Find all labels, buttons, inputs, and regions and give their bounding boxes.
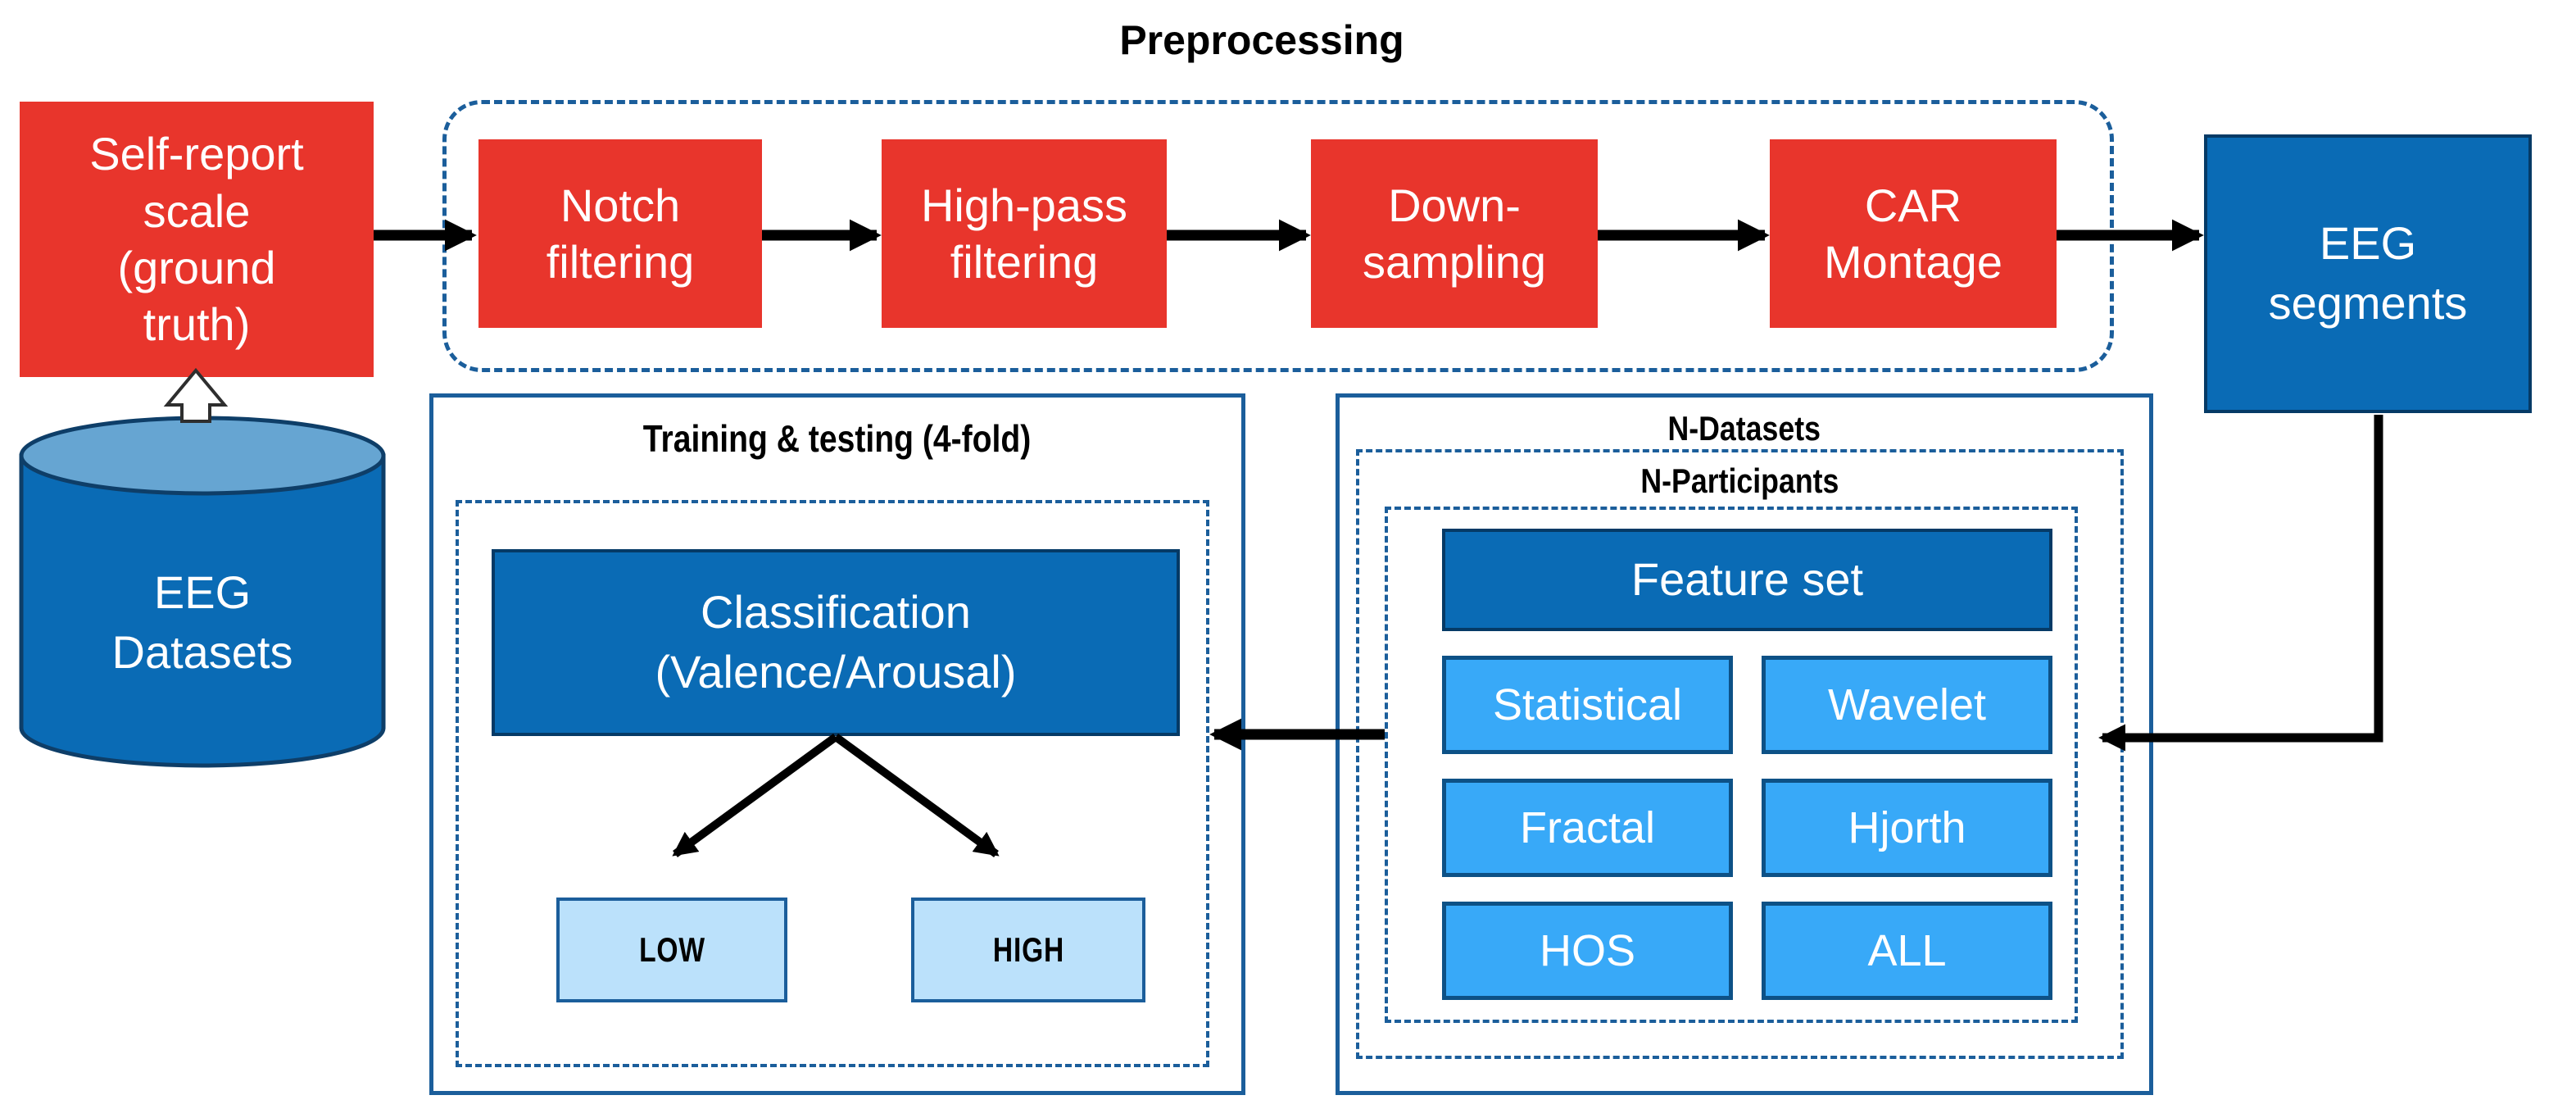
n-datasets-label-text: N-Datasets bbox=[1667, 409, 1821, 448]
step-down-sampling: Down- sampling bbox=[1311, 139, 1598, 328]
classification-node: Classification (Valence/Arousal) bbox=[492, 549, 1180, 736]
eeg-datasets-label: EEG Datasets bbox=[111, 566, 293, 678]
n-participants-label-text: N-Participants bbox=[1640, 461, 1839, 500]
n-datasets-label: N-Datasets bbox=[1349, 407, 2140, 451]
n-participants-label: N-Participants bbox=[1369, 459, 2111, 503]
preprocessing-title: Preprocessing bbox=[1119, 17, 1404, 63]
feature-wavelet: Wavelet bbox=[1762, 656, 2052, 754]
step-high-pass-filtering: High-pass filtering bbox=[882, 139, 1167, 328]
feature-fractal: Fractal bbox=[1442, 779, 1733, 877]
feature-statistical: Statistical bbox=[1442, 656, 1733, 754]
feature-set-header: Feature set bbox=[1442, 529, 2052, 631]
low-output-node: LOW bbox=[556, 898, 787, 1002]
feature-hjorth: Hjorth bbox=[1762, 779, 2052, 877]
feature-hos: HOS bbox=[1442, 902, 1733, 1000]
feature-set-dashed-container bbox=[1385, 507, 2078, 1023]
low-output-text: LOW bbox=[638, 930, 705, 969]
feature-all: ALL bbox=[1762, 902, 2052, 1000]
self-report-scale-node: Self-report scale (ground truth) bbox=[20, 102, 374, 377]
cylinder-top bbox=[19, 416, 386, 496]
training-testing-title: Training & testing (4-fold) bbox=[442, 414, 1232, 463]
step-car-montage: CAR Montage bbox=[1770, 139, 2057, 328]
training-dashed-container bbox=[456, 500, 1209, 1067]
eeg-segments-node: EEG segments bbox=[2204, 134, 2532, 413]
step-notch-filtering: Notch filtering bbox=[478, 139, 762, 328]
training-testing-title-text: Training & testing (4-fold) bbox=[643, 417, 1032, 460]
high-output-node: HIGH bbox=[911, 898, 1145, 1002]
hollow-up-arrow-datasets-to-selfreport bbox=[163, 367, 229, 423]
n-participants-dashed-container bbox=[1356, 449, 2124, 1059]
high-output-text: HIGH bbox=[992, 930, 1064, 969]
